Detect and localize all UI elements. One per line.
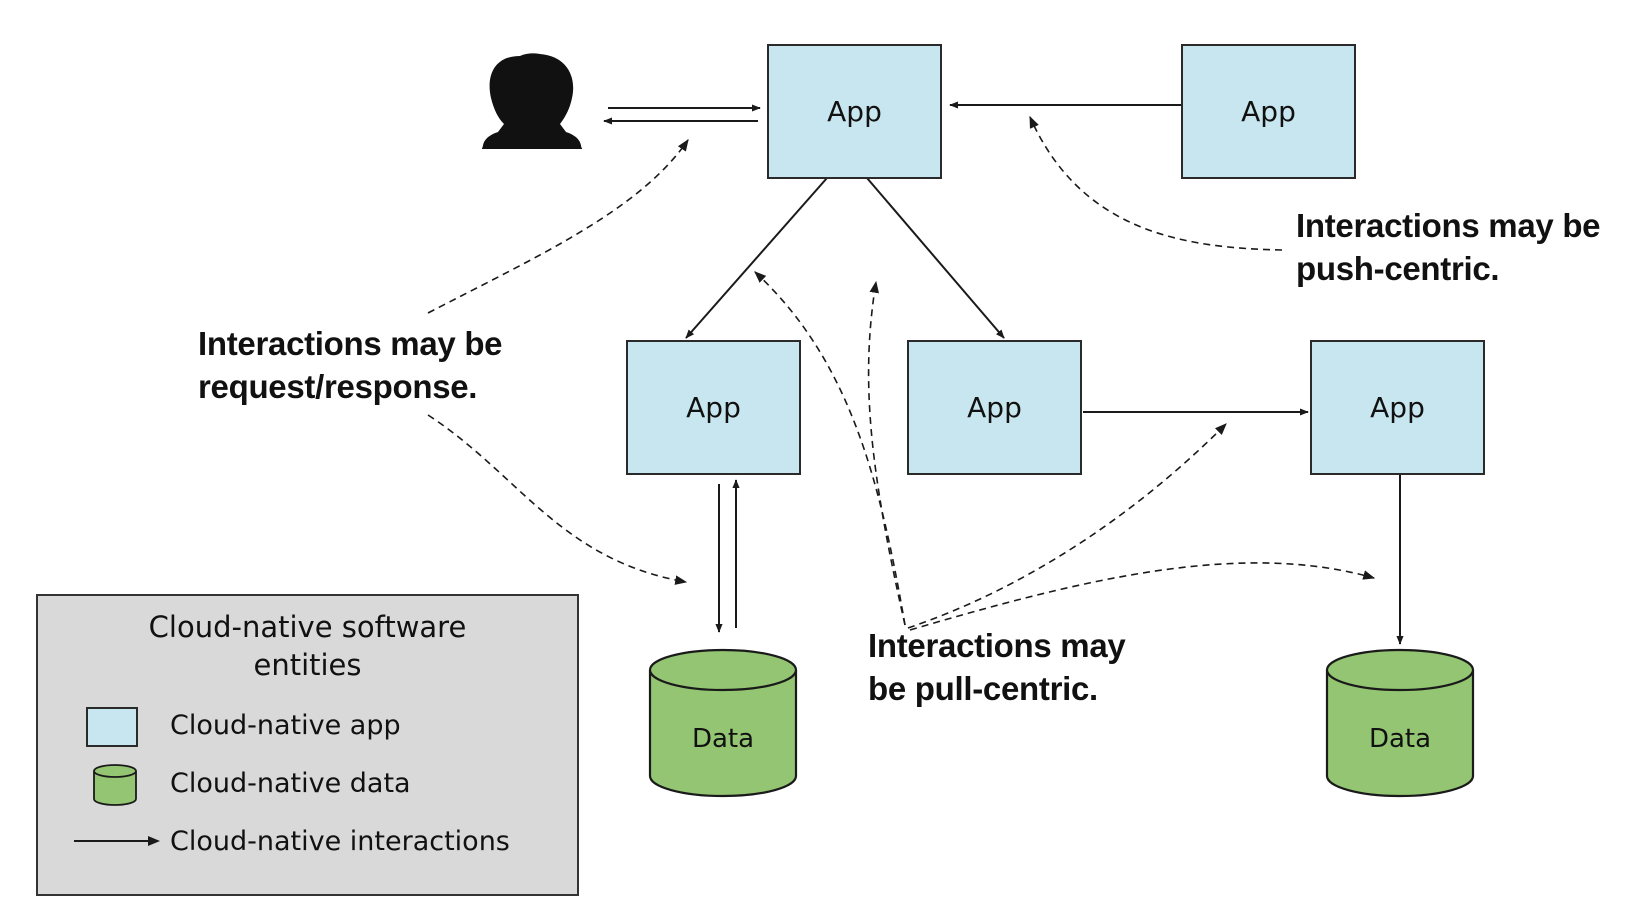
app-mid-right: App xyxy=(1310,340,1485,475)
data-right-cylinder xyxy=(1325,648,1475,798)
pull-centric-pointer-1 xyxy=(754,271,906,626)
push-centric-pointer xyxy=(1029,115,1283,251)
legend-title-line-2: entities xyxy=(253,648,362,682)
request-response-pointer-down xyxy=(427,414,688,585)
legend-data-swatch xyxy=(93,764,137,806)
user-icon xyxy=(482,53,582,149)
callout-request-response-line-1: Interactions may be xyxy=(198,325,503,362)
legend-arrow-swatch xyxy=(74,836,160,846)
callout-push-centric-line-2: push-centric. xyxy=(1296,250,1500,287)
data-right-label: Data xyxy=(1368,724,1432,754)
legend-app-label: Cloud-native app xyxy=(170,710,401,741)
data-left-cylinder xyxy=(648,648,798,798)
legend-title-line-1: Cloud-native software xyxy=(148,610,467,644)
callout-pull-centric-line-2: be pull-centric. xyxy=(868,670,1098,707)
app-to-mid-left-arrow xyxy=(685,177,828,339)
legend-app-swatch xyxy=(86,707,138,747)
callout-pull-centric-line-1: Interactions may xyxy=(868,627,1126,664)
pull-centric-pointer-3 xyxy=(907,423,1227,629)
callout-push-centric: Interactions may be push-centric. xyxy=(1296,204,1601,290)
legend-interactions-label: Cloud-native interactions xyxy=(170,826,510,857)
callout-request-response: Interactions may be request/response. xyxy=(198,322,503,408)
callout-request-response-line-2: request/response. xyxy=(198,368,478,405)
legend-box: Cloud-native software entities Cloud-nat… xyxy=(36,594,579,896)
legend-data-label: Cloud-native data xyxy=(170,768,411,799)
callout-pull-centric: Interactions may be pull-centric. xyxy=(868,624,1126,710)
callout-push-centric-line-1: Interactions may be xyxy=(1296,207,1601,244)
app-top: App xyxy=(767,44,942,179)
data-left-label: Data xyxy=(691,724,755,754)
app-to-mid-center-arrow xyxy=(866,177,1005,339)
pull-centric-pointer-2 xyxy=(867,280,906,626)
app-mid-left: App xyxy=(626,340,801,475)
pull-centric-pointer-4 xyxy=(909,562,1376,631)
request-response-pointer-up xyxy=(427,139,689,314)
app-mid-center: App xyxy=(907,340,1082,475)
app-top-right: App xyxy=(1181,44,1356,179)
